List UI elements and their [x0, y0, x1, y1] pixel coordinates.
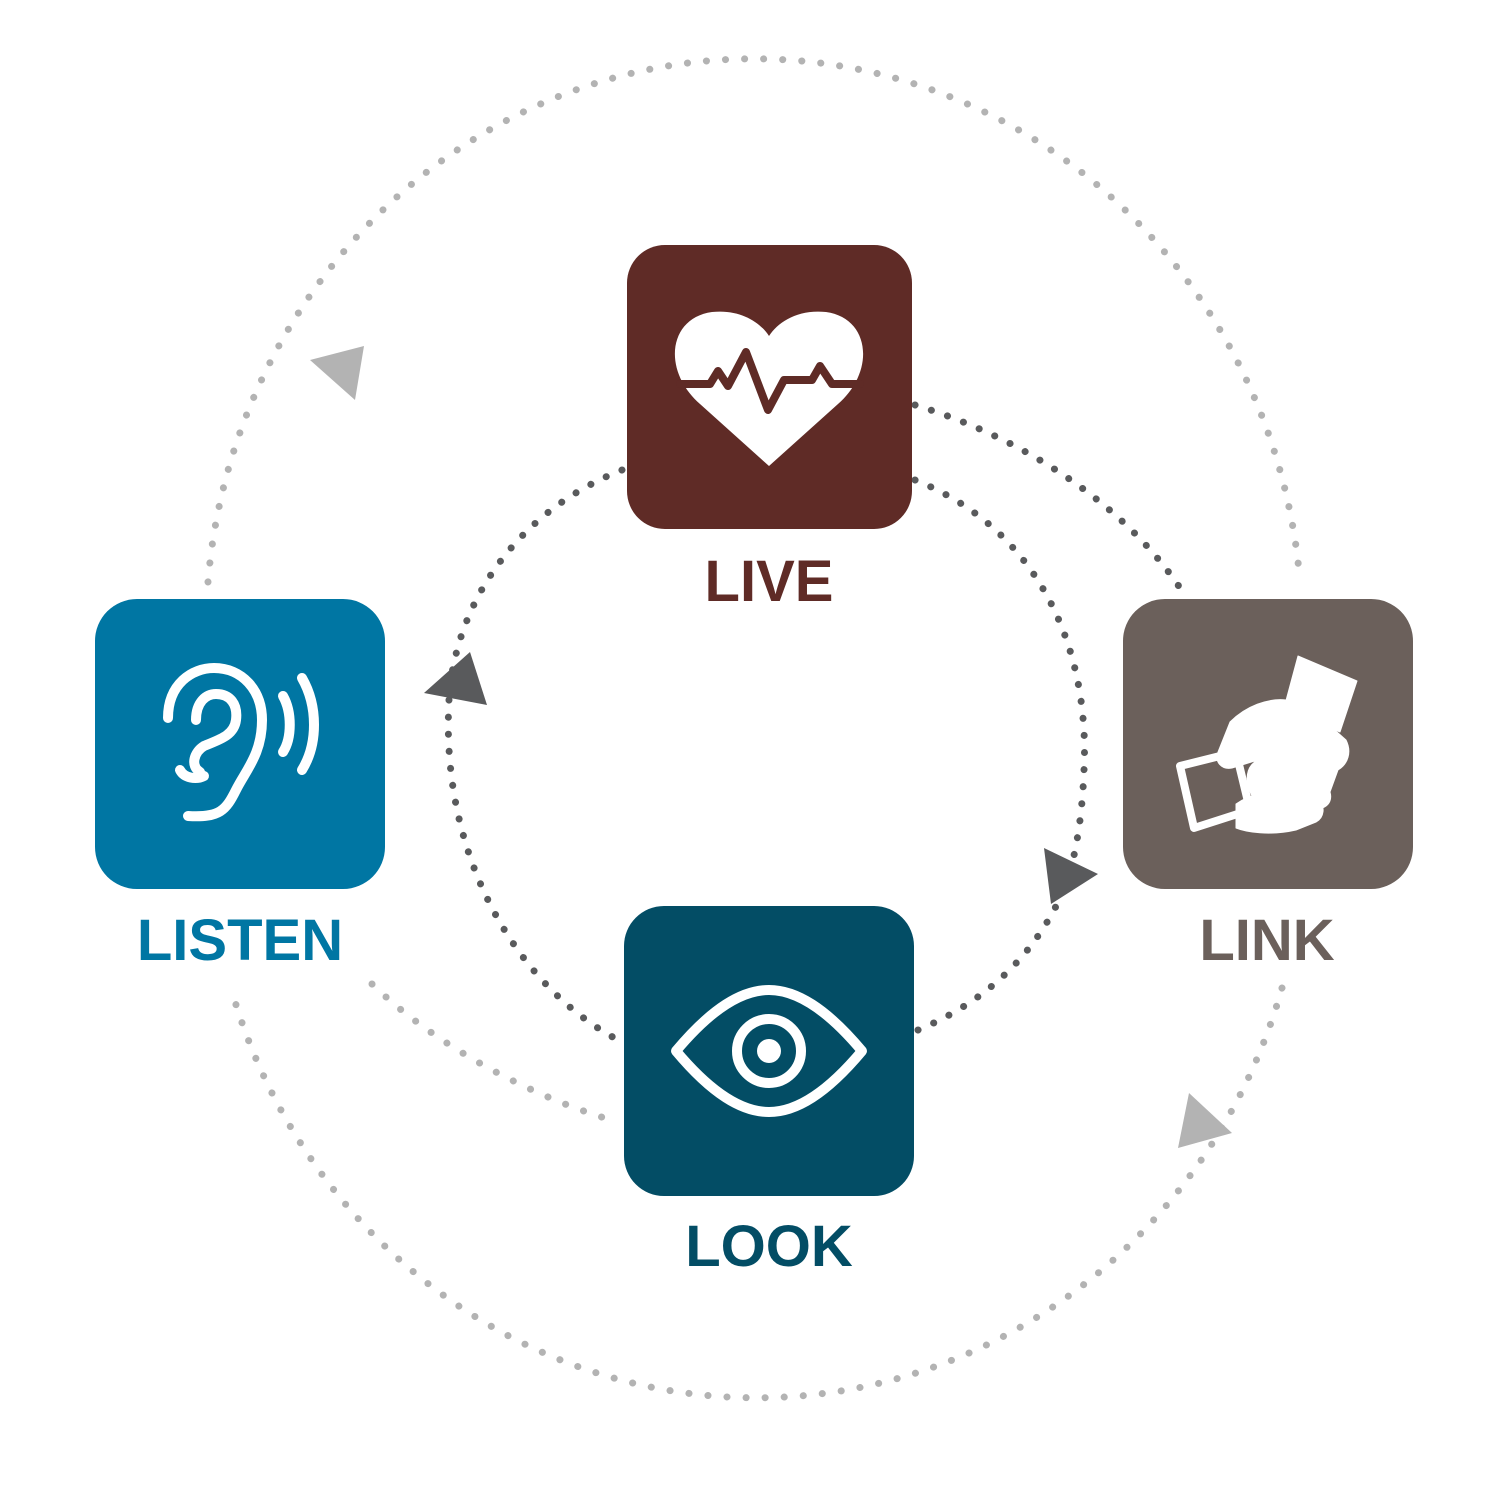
inner-arrowhead-right: [1044, 848, 1098, 904]
outer-arc-top: [204, 55, 1304, 586]
outer-arrowhead-lower-right: [1178, 1093, 1232, 1148]
outer-arrowhead-upper-left: [310, 346, 364, 400]
outer-arc-bottom-right: [227, 984, 1286, 1402]
outer-arc-bottom-left-inner: [368, 980, 622, 1126]
handshake-icon: [1176, 655, 1358, 834]
look-label: LOOK: [685, 1214, 853, 1279]
inner-arrowhead-left: [424, 652, 487, 705]
listen-label: LISTEN: [137, 908, 343, 973]
live-label: LIVE: [705, 549, 834, 614]
inner-arc-live-to-link-outer: [911, 401, 1188, 598]
heartbeat-icon: [674, 311, 864, 466]
inner-arc-look-to-link: [914, 876, 1072, 1034]
listen-tile: [95, 599, 385, 889]
step-link: LINK: [1123, 599, 1413, 973]
inner-arc-listen-to-look: [444, 696, 626, 1046]
outer-cycle: [204, 55, 1304, 1402]
inner-cycle: [444, 401, 1188, 1046]
step-listen: LISTEN: [95, 599, 385, 973]
step-live: LIVE: [627, 245, 912, 614]
step-look: LOOK: [624, 906, 914, 1279]
inner-arc-live-to-listen: [445, 466, 626, 704]
ear-listening-icon: [163, 662, 319, 822]
inner-arc-live-to-link-inner: [911, 476, 1088, 884]
link-label: LINK: [1199, 908, 1334, 973]
eye-icon: [671, 985, 867, 1117]
